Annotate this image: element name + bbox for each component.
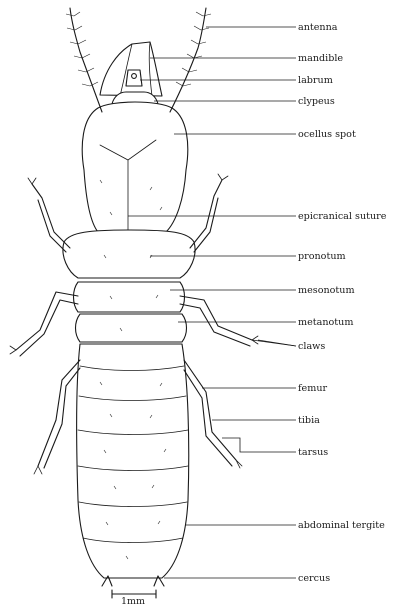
- middle-left-leg: [16, 292, 78, 350]
- label-mandible: mandible: [298, 53, 343, 64]
- label-pronotum: pronotum: [298, 251, 346, 262]
- abdomen-shape: [77, 344, 189, 578]
- mandible-shape: [100, 42, 162, 96]
- label-ocellus-spot: ocellus spot: [298, 129, 356, 140]
- label-femur: femur: [298, 383, 328, 394]
- label-epicranical-suture: epicranical suture: [298, 211, 387, 222]
- label-mesonotum: mesonotum: [298, 285, 355, 296]
- head-shape: [82, 102, 188, 232]
- label-clypeus: clypeus: [298, 96, 335, 107]
- label-abdominal-tergite: abdominal tergite: [298, 520, 385, 531]
- leader-claws-b: [258, 340, 296, 346]
- label-tarsus: tarsus: [298, 447, 328, 458]
- label-antenna: antenna: [298, 22, 338, 33]
- front-left-leg: [32, 184, 70, 248]
- left-antenna: [70, 8, 102, 112]
- insect-body: [10, 8, 258, 586]
- scale-bar: 1mm: [112, 590, 156, 605]
- label-cercus: cercus: [298, 573, 330, 584]
- scale-bar-label: 1mm: [121, 596, 145, 605]
- mesonotum-shape: [74, 282, 185, 312]
- label-metanotum: metanotum: [298, 317, 353, 328]
- metanotum-shape: [76, 314, 187, 342]
- label-claws: claws: [298, 341, 325, 352]
- middle-right-leg: [180, 296, 252, 340]
- pronotum-shape: [63, 230, 195, 278]
- right-antenna: [170, 8, 206, 112]
- label-tibia: tibia: [298, 415, 320, 426]
- hind-right-leg: [184, 360, 236, 460]
- label-labrum: labrum: [298, 75, 333, 86]
- leader-tarsus: [222, 438, 296, 452]
- part-labels: antenna mandible labrum clypeus ocellus …: [298, 22, 387, 584]
